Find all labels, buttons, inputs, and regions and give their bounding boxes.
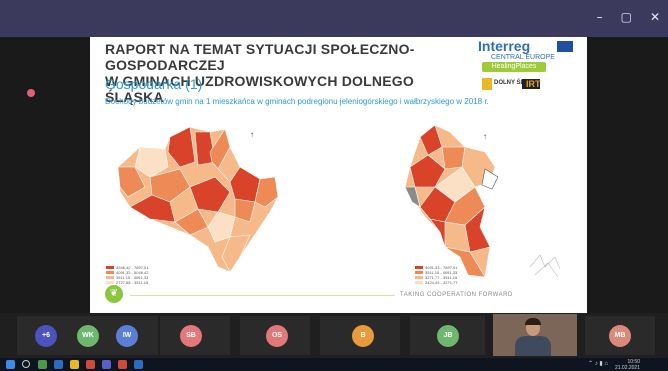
shared-screen-stage: RAPORT NA TEMAT SYTUACJI SPOŁECZNO-GOSPO…: [0, 37, 668, 313]
north-arrow-left-icon: ↑: [250, 130, 254, 139]
legend-swatch: [106, 271, 114, 275]
recording-indicator-icon: [27, 89, 35, 97]
footer-divider: [130, 295, 395, 296]
irt-logo: IRT: [526, 79, 541, 89]
legend-right: 4091,33 - 7897,01 3511,15 - 4091,33 3271…: [415, 265, 457, 285]
legend-item: 4091,33 - 5046,42: [116, 270, 149, 275]
avatar[interactable]: MB: [609, 325, 631, 347]
meeting-title-bar: – ▢ ✕: [0, 0, 668, 37]
north-arrow-right-icon: ↑: [483, 132, 487, 141]
avatar[interactable]: JB: [437, 325, 459, 347]
legend-swatch: [415, 266, 423, 270]
teams-icon[interactable]: [102, 360, 111, 369]
participant-tile[interactable]: JB: [410, 316, 485, 355]
participant-tile[interactable]: OS: [240, 316, 310, 355]
legend-swatch: [106, 281, 114, 285]
presentation-slide: RAPORT NA TEMAT SYTUACJI SPOŁECZNO-GOSPO…: [90, 37, 587, 313]
windows-taskbar: ⌃ ♪ ▮ ⌂ 10:50 21.02.2021: [0, 358, 668, 371]
avatar[interactable]: B: [352, 325, 374, 347]
close-icon[interactable]: ✕: [649, 10, 660, 24]
irt-logo-box-icon: [522, 79, 540, 89]
slide-title-line-2: W GMINACH UZDROWISKOWYCH DOLNEGO ŚLĄSKA: [105, 73, 414, 105]
maps-svg: ↑ ↑: [117, 124, 561, 278]
legend-swatch: [106, 276, 114, 280]
participant-tile[interactable]: IW: [100, 316, 158, 355]
legend-item: 3271,77 - 3511,15: [425, 275, 458, 280]
system-tray-icons[interactable]: ⌃ ♪ ▮ ⌂: [588, 361, 608, 367]
slide-title-line-1: RAPORT NA TEMAT SYTUACJI SPOŁECZNO-GOSPO…: [105, 41, 415, 73]
legend-swatch: [106, 266, 114, 270]
healingplaces-badge: HealingPlaces: [482, 62, 546, 72]
healingplaces-leaf-icon: ❦: [105, 285, 123, 303]
chrome-browser-icon[interactable]: [86, 360, 95, 369]
map-jeleniogorski: [117, 126, 279, 273]
avatar[interactable]: IW: [116, 325, 138, 347]
start-menu-icon[interactable]: [6, 360, 15, 369]
avatar[interactable]: OS: [266, 325, 288, 347]
dolny-slask-logo: DOLNY ŚLĄSK: [494, 80, 537, 86]
legend-swatch: [415, 281, 423, 285]
system-clock[interactable]: 10:50 21.02.2021: [615, 359, 640, 371]
interreg-logo: Interreg: [478, 38, 531, 54]
edge-browser-icon[interactable]: [54, 360, 63, 369]
central-europe-label: CENTRAL EUROPE: [491, 54, 555, 61]
legend-item: 2424,43 - 3271,77: [425, 280, 458, 285]
legend-item: 4091,33 - 7897,01: [425, 265, 458, 270]
file-explorer-icon[interactable]: [70, 360, 79, 369]
slide-subtitle: Gospodarka (1): [105, 76, 203, 92]
window-controls: – ▢ ✕: [597, 10, 660, 24]
avatar[interactable]: WK: [77, 325, 99, 347]
participant-gallery: +6 WK IW SB OS B JB MB: [0, 313, 668, 358]
legend-swatch: [415, 276, 423, 280]
participant-tile[interactable]: SB: [160, 316, 230, 355]
slide-title: RAPORT NA TEMAT SYTUACJI SPOŁECZNO-GOSPO…: [105, 41, 465, 105]
legend-item: 3511,15 - 4091,33: [425, 270, 458, 275]
powerpoint-icon[interactable]: [118, 360, 127, 369]
legend-item: 3511,15 - 4091,33: [116, 275, 149, 280]
minimize-icon[interactable]: –: [596, 10, 603, 24]
legend-swatch: [415, 271, 423, 275]
dolny-slask-crest-icon: [482, 78, 492, 90]
scale-graphic-icon: [529, 254, 561, 278]
more-participants-button[interactable]: +6: [35, 325, 57, 347]
partner-logos: Interreg CENTRAL EUROPE HealingPlaces DO…: [478, 38, 573, 97]
clock-time: 10:50: [627, 359, 640, 365]
participant-tile[interactable]: B: [320, 316, 400, 355]
legend-item: 3946,42 - 7897,01: [116, 265, 149, 270]
restore-icon[interactable]: ▢: [620, 10, 632, 24]
slide-description: Dochody budżetów gmin na 1 mieszkańca w …: [105, 97, 489, 106]
footer-tagline: TAKING COOPERATION FORWARD: [400, 292, 513, 298]
legend-left: 3946,42 - 7897,01 4091,33 - 5046,42 3511…: [106, 265, 148, 285]
choropleth-maps: ↑ ↑: [90, 107, 587, 287]
avatar[interactable]: SB: [180, 325, 202, 347]
word-icon[interactable]: [134, 360, 143, 369]
search-icon[interactable]: [22, 360, 30, 368]
participant-video[interactable]: [493, 314, 577, 356]
participant-tile[interactable]: MB: [585, 316, 655, 355]
map-walbrzyski: [404, 124, 499, 278]
clock-date: 21.02.2021: [614, 365, 640, 371]
legend-item: 2727,68 - 3511,15: [116, 280, 149, 285]
eu-flag-icon: [557, 41, 573, 52]
task-view-icon[interactable]: [38, 360, 47, 369]
